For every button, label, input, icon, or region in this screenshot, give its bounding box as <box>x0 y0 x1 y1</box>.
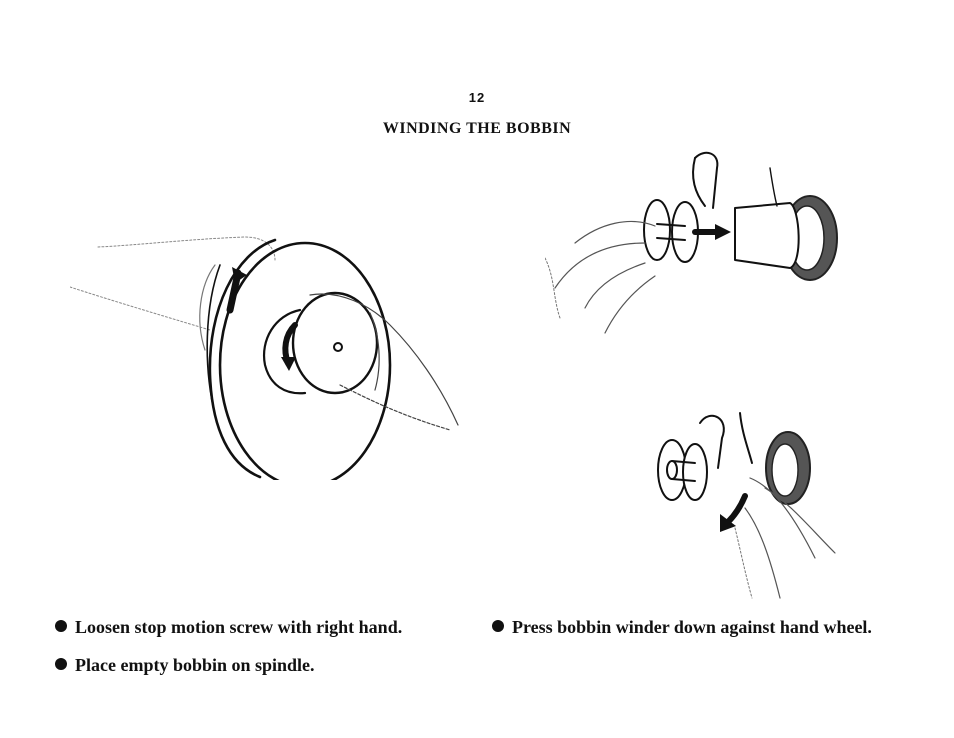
page-number: 12 <box>468 90 486 105</box>
bullet-icon <box>55 620 67 632</box>
bullet-icon <box>492 620 504 632</box>
bullet-icon <box>55 658 67 670</box>
winder-press-illustration <box>640 408 840 603</box>
bobbin-spindle-illustration <box>545 148 845 343</box>
hand-wheel-illustration <box>70 225 460 480</box>
page-title: WINDING THE BOBBIN <box>382 120 572 137</box>
instruction-press-winder: Press bobbin winder down against hand wh… <box>492 617 922 638</box>
instruction-loosen-screw: Loosen stop motion screw with right hand… <box>55 617 475 638</box>
instruction-place-bobbin: Place empty bobbin on spindle. <box>55 655 475 676</box>
instruction-text: Place empty bobbin on spindle. <box>75 655 315 675</box>
instruction-text: Loosen stop motion screw with right hand… <box>75 617 403 637</box>
instruction-text: Press bobbin winder down against hand wh… <box>512 617 872 637</box>
